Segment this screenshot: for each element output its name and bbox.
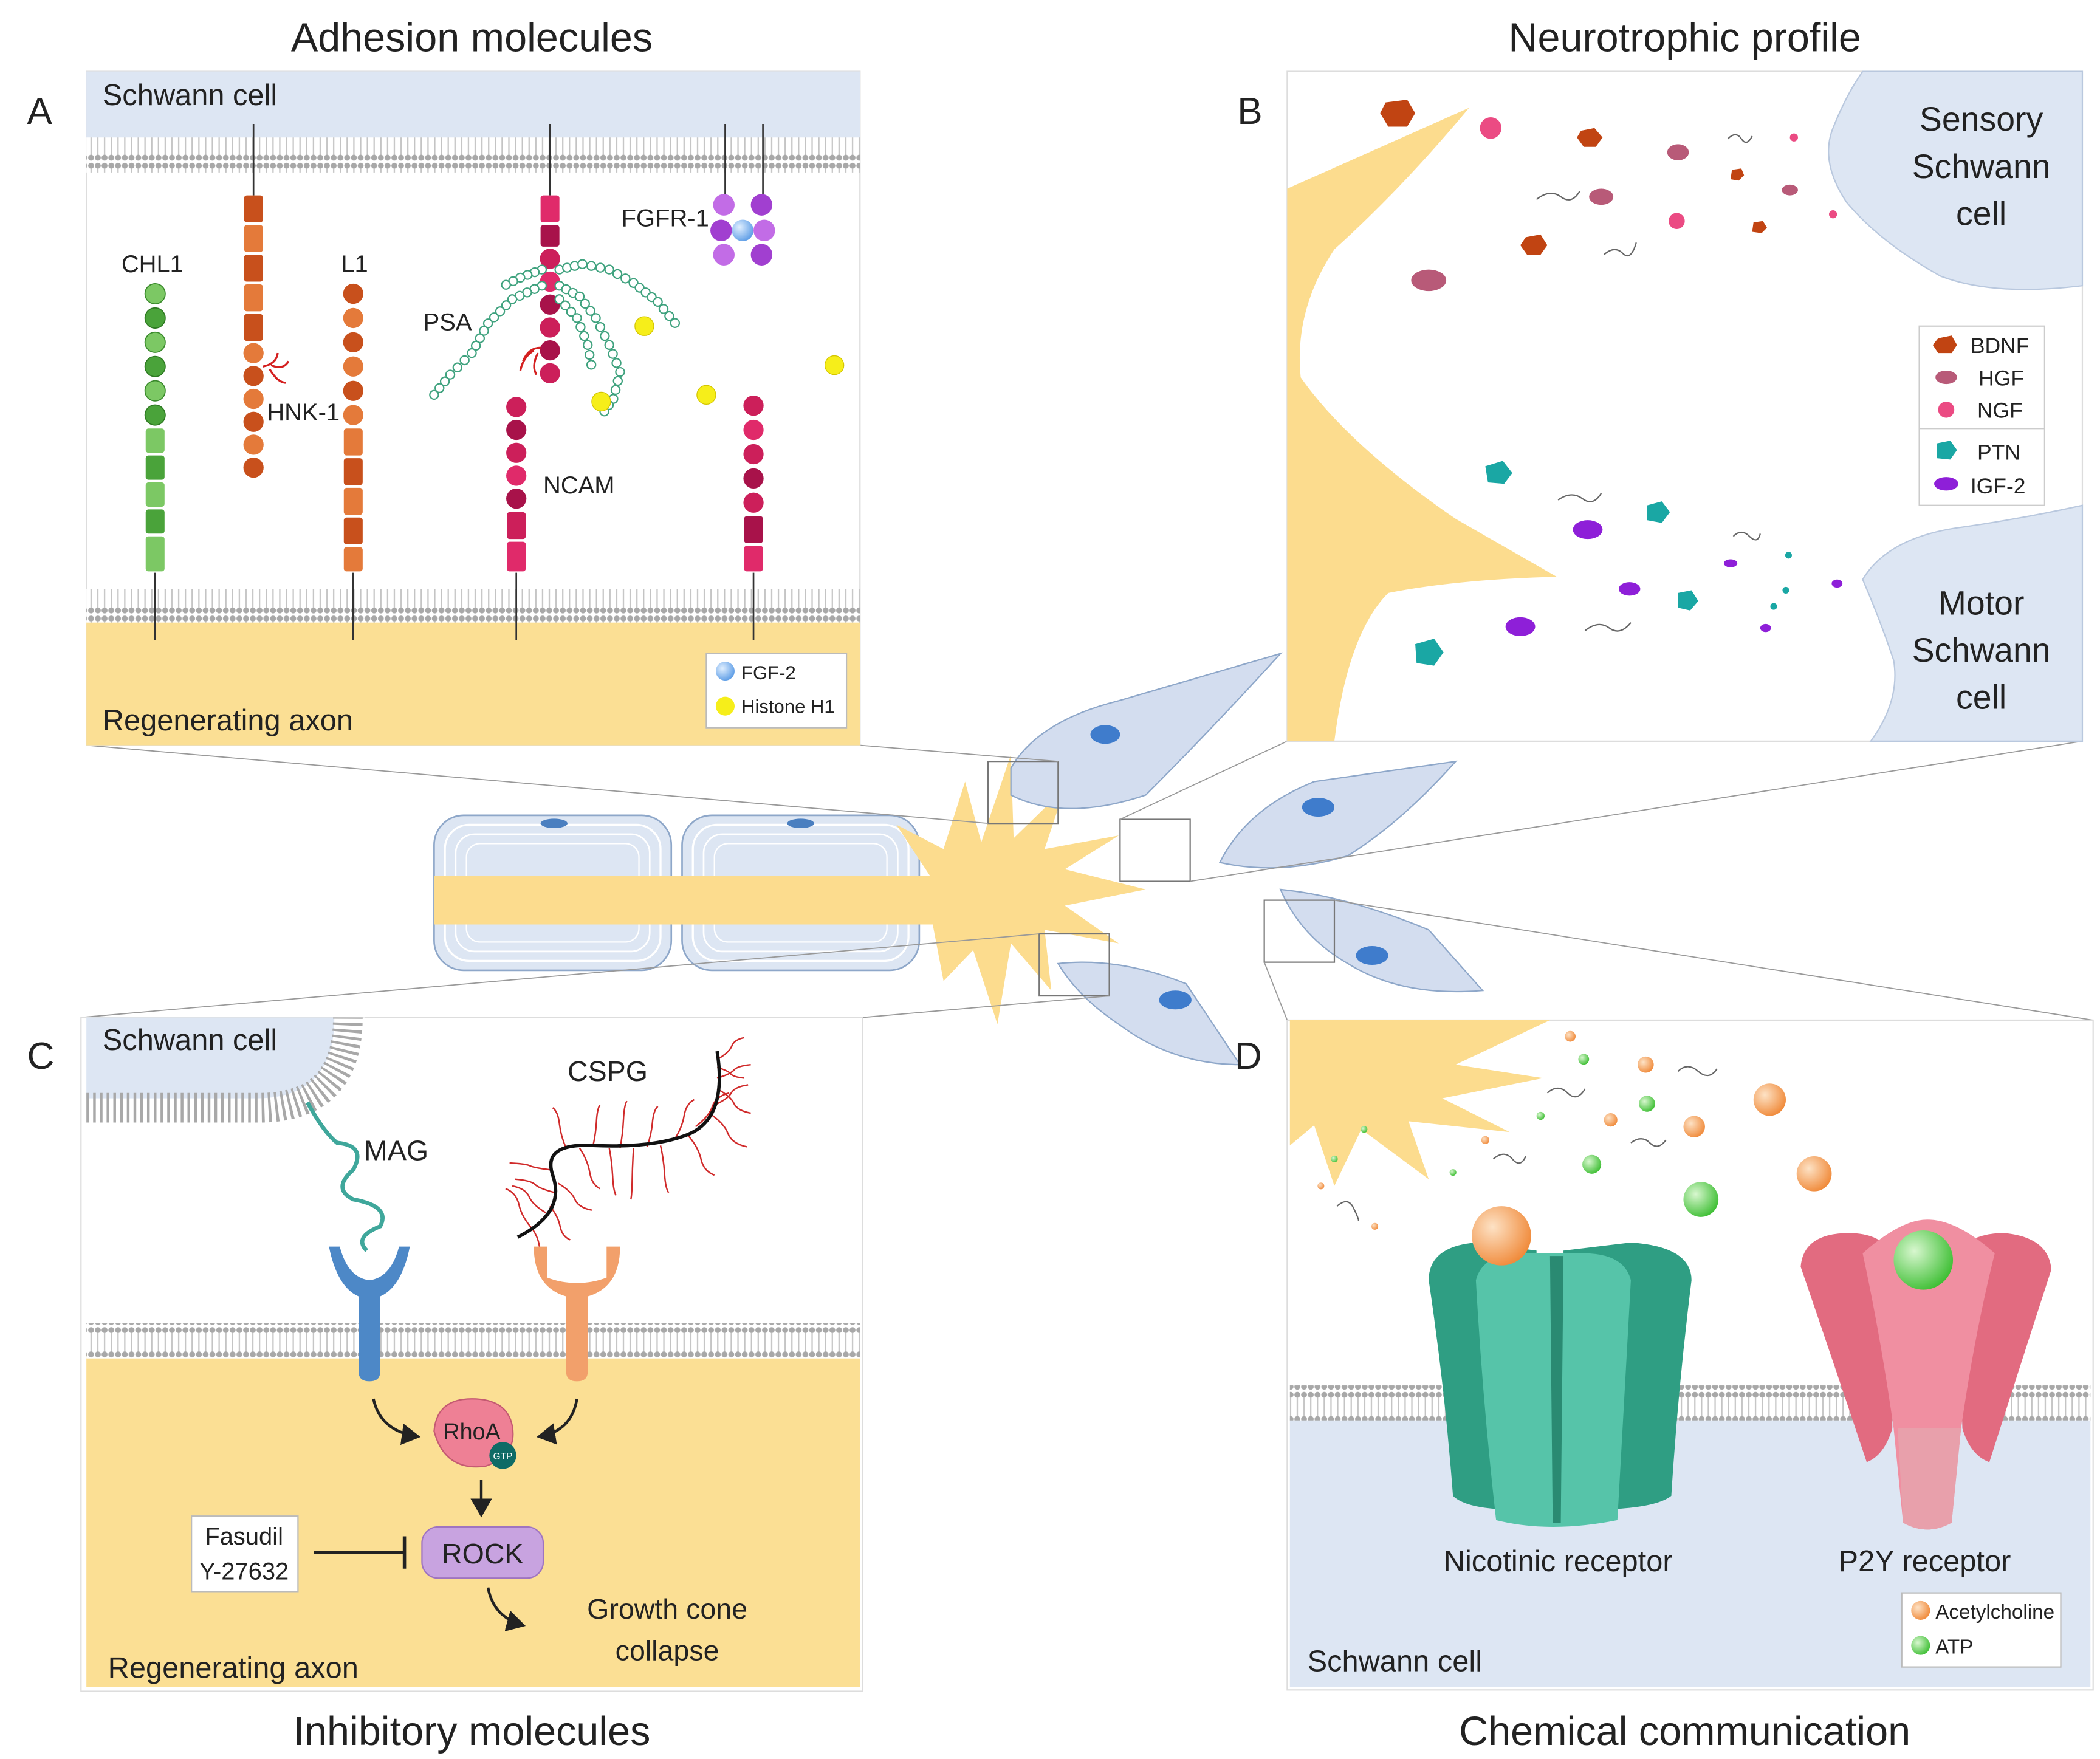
ncam-molecule-2 xyxy=(743,395,764,640)
schwann-cell-free xyxy=(1010,652,1283,809)
l1-molecule xyxy=(343,283,363,640)
fgfr1-label: FGFR-1 xyxy=(622,205,709,232)
hnk1-label: HNK-1 xyxy=(267,399,340,426)
legend-hgf: HGF xyxy=(1978,366,2024,390)
legend-ptn: PTN xyxy=(1977,440,2020,464)
panel-d-letter: D xyxy=(1235,1035,1262,1077)
rock-kinase xyxy=(421,1526,544,1579)
panel-d-legend: Acetylcholine ATP xyxy=(1901,1592,2062,1668)
inhibitor-fasudil: Fasudil xyxy=(205,1523,283,1550)
schwann-cell-region xyxy=(86,71,860,139)
p2y-label: P2Y receptor xyxy=(1839,1545,2011,1578)
cspg-molecule xyxy=(505,1037,751,1257)
nicotinic-receptor xyxy=(1429,1206,1692,1527)
legend-histone-h1: Histone H1 xyxy=(741,696,835,717)
outcome-line-2: collapse xyxy=(616,1635,719,1667)
mag-chain xyxy=(305,1101,385,1252)
psa-chains xyxy=(429,259,681,417)
regenerating-axon-label: Regenerating axon xyxy=(103,704,353,737)
membrane-bottom xyxy=(86,589,860,624)
sensory-label-3: cell xyxy=(1956,194,2006,232)
ncam-molecule xyxy=(506,397,527,640)
outcome-line-1: Growth cone xyxy=(587,1593,747,1625)
chl1-label: CHL1 xyxy=(122,251,184,278)
nerve-center xyxy=(81,652,2093,1066)
membrane-c xyxy=(86,1323,860,1359)
schwann-cell-corner xyxy=(86,1017,335,1099)
rock-label: ROCK xyxy=(442,1538,524,1569)
panel-b-title: Neurotrophic profile xyxy=(1508,15,1861,60)
schwann-cell-label: Schwann cell xyxy=(103,79,277,112)
schwann-cell-free xyxy=(1279,888,1484,993)
panel-b: Neurotrophic profile B Sensory Schwann c… xyxy=(1237,15,2084,742)
panel-a-title: Adhesion molecules xyxy=(291,15,653,60)
membrane-top xyxy=(86,137,860,173)
projection-lines xyxy=(81,741,2093,1021)
regenerating-axon-label-c: Regenerating axon xyxy=(108,1651,359,1684)
panel-a: Adhesion molecules A Schwann cell Regene… xyxy=(27,15,861,746)
l1-label: L1 xyxy=(341,251,368,278)
gtp-badge xyxy=(489,1442,516,1469)
legend-acetylcholine: Acetylcholine xyxy=(1935,1601,2054,1624)
mag-label: MAG xyxy=(364,1135,428,1167)
schwann-cell-free xyxy=(1057,961,1241,1066)
p2y-receptor xyxy=(1800,1219,2051,1530)
panel-c-title: Inhibitory molecules xyxy=(293,1709,651,1754)
axon-terminal-d xyxy=(1289,1020,1550,1186)
mag-receptor xyxy=(329,1246,410,1382)
chl1-molecule xyxy=(144,283,166,640)
cspg-label: CSPG xyxy=(568,1055,648,1087)
schwann-cell-free xyxy=(1218,760,1458,869)
schwann-cell-label-d: Schwann cell xyxy=(1308,1645,1482,1678)
zoom-box-c xyxy=(1038,933,1110,997)
zoom-box-a xyxy=(987,761,1059,825)
rhoa-label: RhoA xyxy=(443,1419,501,1444)
sensory-label-1: Sensory xyxy=(1920,100,2043,138)
panel-c-letter: C xyxy=(27,1035,55,1077)
sensory-factors xyxy=(1380,100,1837,292)
ncam-label: NCAM xyxy=(543,472,615,499)
motor-label-1: Motor xyxy=(1938,584,2025,622)
growth-cone-b xyxy=(1287,108,1557,741)
legend-igf2: IGF-2 xyxy=(1971,474,2026,498)
sensory-label-2: Schwann xyxy=(1912,148,2051,185)
cspg-receptor xyxy=(534,1246,620,1382)
legend-ngf: NGF xyxy=(1977,399,2023,423)
psa-label: PSA xyxy=(424,309,472,335)
fgfr1-receptor xyxy=(710,124,775,266)
schwann-cell-label-c: Schwann cell xyxy=(103,1024,277,1057)
nicotinic-label: Nicotinic receptor xyxy=(1444,1545,1673,1578)
panel-d: Chemical communication D Schwann cell xyxy=(1235,1019,2094,1754)
motor-label-3: cell xyxy=(1956,679,2006,716)
motor-label-2: Schwann xyxy=(1912,631,2051,669)
motor-factors xyxy=(1415,461,1843,666)
inhibitor-y27632: Y-27632 xyxy=(199,1558,289,1585)
transmitter-particles xyxy=(1317,1030,1832,1230)
zoom-box-d xyxy=(1263,899,1336,963)
panel-b-legend: BDNF HGF NGF PTN IGF-2 xyxy=(1918,325,2045,506)
schwann-l1-molecule xyxy=(243,124,290,478)
legend-bdnf: BDNF xyxy=(1971,334,2030,358)
inhibitor-box xyxy=(191,1515,299,1593)
sensory-schwann-cell xyxy=(1828,70,2084,290)
histone-h1-particles xyxy=(591,316,845,412)
legend-atp: ATP xyxy=(1935,1636,1973,1658)
legend-fgf2: FGF-2 xyxy=(741,662,796,684)
gtp-label: GTP xyxy=(493,1452,513,1462)
panel-c: Inhibitory molecules C Schwann cell Rege… xyxy=(27,1017,863,1754)
panel-a-legend: FGF-2 Histone H1 xyxy=(705,653,848,729)
panel-d-title: Chemical communication xyxy=(1459,1709,1910,1754)
zoom-box-b xyxy=(1119,818,1191,882)
panel-b-letter: B xyxy=(1237,91,1262,132)
motor-schwann-cell xyxy=(1862,504,2084,742)
panel-a-letter: A xyxy=(27,91,53,132)
